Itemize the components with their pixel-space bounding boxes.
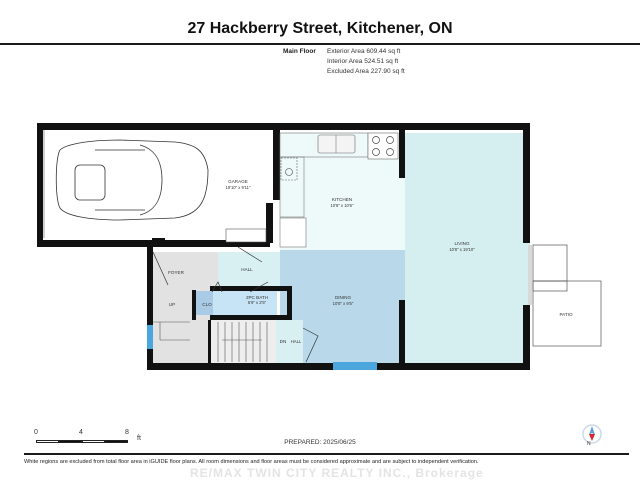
garage-step [225, 228, 267, 243]
kitchen-side-counter [279, 156, 305, 218]
disclaimer: White regions are excluded from total fl… [24, 459, 479, 465]
dining-dims: 10'8" x 9'5" [333, 301, 354, 306]
wall-living-right-top [523, 123, 530, 243]
wall-kitchen-living [399, 130, 405, 178]
window-bottom[interactable] [333, 362, 377, 370]
footer-divider [24, 453, 629, 455]
hall-floor [218, 252, 280, 292]
stairs-down-label: DN [280, 339, 287, 344]
floor-label: Main Floor [283, 48, 316, 55]
stairs-up-label: UP [169, 302, 175, 307]
exterior-area: Exterior Area 609.44 sq ft [327, 48, 401, 55]
wall-top [37, 123, 530, 130]
stove-icon [367, 132, 399, 160]
scale-tick-4: 4 [79, 429, 83, 436]
wall-foyer-left [147, 247, 153, 370]
wall-post [152, 238, 165, 246]
living-floor [405, 133, 530, 363]
garage-dims: 19'10" x 9'11" [226, 185, 251, 190]
garage-floor [42, 128, 270, 239]
dishwasher [280, 157, 298, 181]
compass-north: N [587, 441, 591, 446]
living-dims: 10'8" x 19'10" [449, 247, 475, 252]
kitchen-dims: 10'8" x 10'6" [331, 203, 354, 208]
title-divider [0, 43, 640, 45]
fridge [279, 217, 307, 248]
scale-tick-8: 8 [125, 429, 129, 436]
compass-icon: N [582, 424, 602, 446]
hall2-label: HALL [291, 339, 302, 344]
kitchen-label: KITCHEN [332, 197, 352, 202]
wall-closet-left [192, 290, 196, 320]
doors [152, 246, 319, 363]
wall-stairs [208, 320, 211, 363]
stairs-floor [210, 320, 276, 363]
wall-garage-right [273, 130, 280, 200]
interior-area: Interior Area 524.51 sq ft [327, 58, 399, 65]
prepared-date: PREPARED: 2025/06/25 [284, 439, 356, 446]
bath-label: 2PC BATH [246, 295, 268, 300]
wall-bath-right [287, 286, 292, 320]
excluded-area: Excluded Area 227.90 sq ft [327, 68, 405, 75]
scale-tick-0: 0 [34, 429, 38, 436]
foyer-label: FOYER [168, 270, 185, 275]
garage-label: GARAGE [228, 179, 248, 184]
bath-floor [213, 291, 277, 315]
hall-label: HALL [241, 267, 253, 272]
car-icon [55, 139, 209, 221]
kitchen-sink [317, 134, 356, 154]
living-label: LIVING [454, 241, 469, 246]
patio-door[interactable] [528, 245, 532, 305]
wall-bath-top [210, 286, 292, 291]
bath-dims: 6'9" x 2'5" [248, 300, 267, 305]
patio [532, 244, 602, 347]
dining-label: DINING [335, 295, 352, 300]
wall-bath-bottom [210, 315, 292, 320]
window-foyer[interactable] [147, 325, 153, 349]
hall2-floor [276, 320, 303, 363]
page-title: 27 Hackberry Street, Kitchener, ON [187, 20, 453, 37]
scale-unit: ft [137, 435, 141, 442]
wall-dining-living [399, 300, 405, 363]
closet-floor [196, 291, 213, 315]
patio-label: PATIO [559, 312, 573, 317]
garage-door [43, 130, 45, 238]
watermark: RE/MAX TWIN CITY REALTY INC., Brokerage [190, 466, 484, 480]
closet-label: CLO [202, 302, 212, 307]
stairs [153, 321, 268, 362]
scale-bar: 0 4 8 ft [34, 429, 155, 452]
wall-garage-right-lower [266, 203, 273, 243]
wall-garage-left [37, 123, 43, 247]
wall-living-right-bottom [523, 305, 530, 370]
